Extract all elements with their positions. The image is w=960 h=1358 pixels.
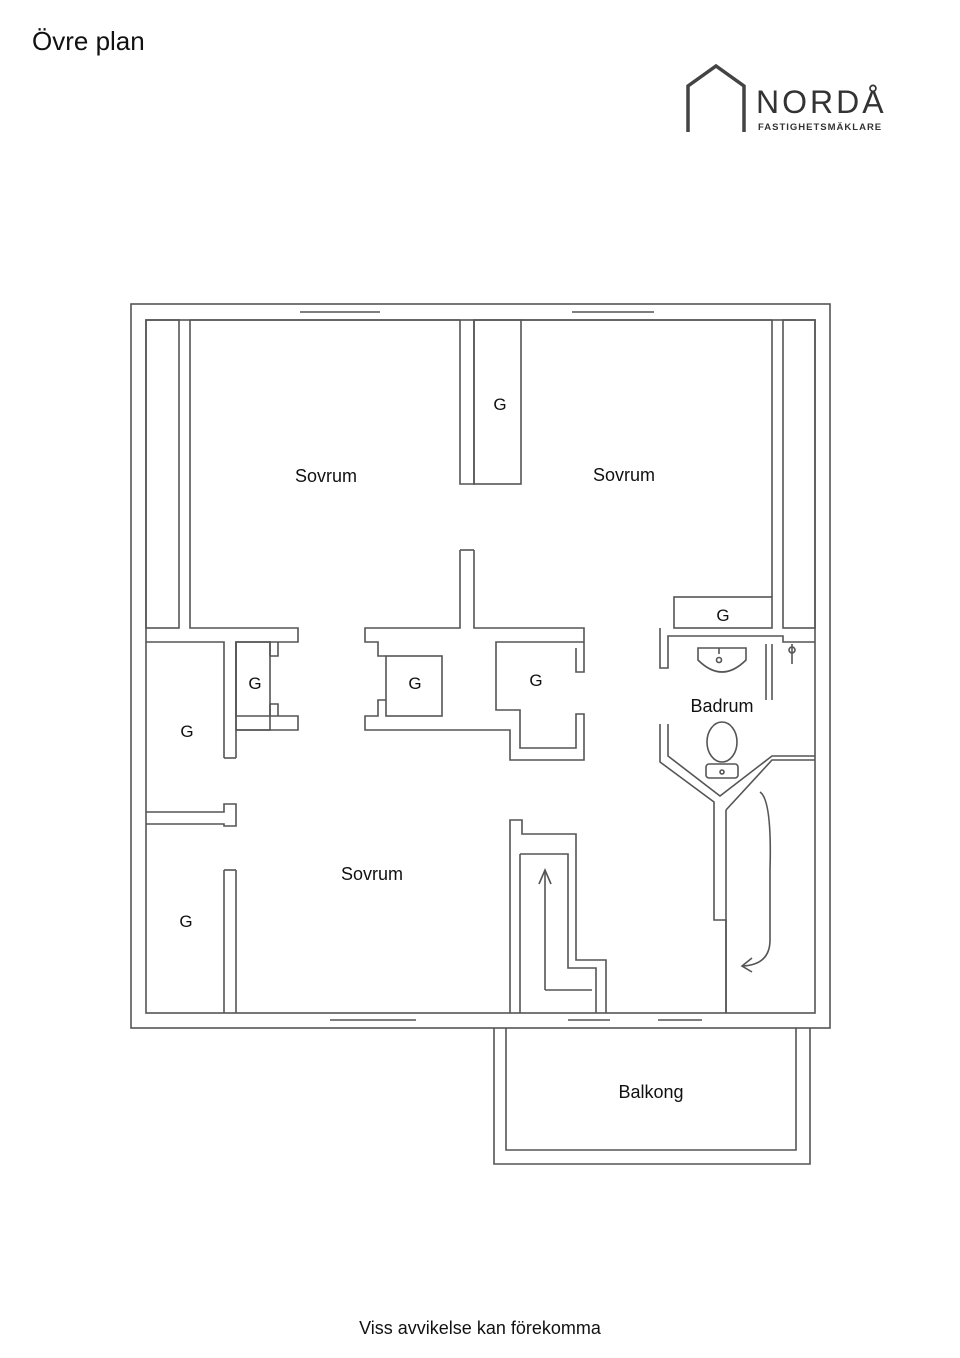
sink-drain bbox=[715, 656, 723, 664]
closet-hall-center bbox=[385, 655, 443, 717]
brand-logo: NORDÅ FASTIGHETSMÄKLARE bbox=[684, 63, 914, 136]
right-storage-strip bbox=[782, 319, 816, 629]
closet-hall-left-door-top bbox=[269, 642, 279, 657]
label-balcony: Balkong bbox=[618, 1082, 683, 1102]
toilet-flush bbox=[719, 769, 725, 775]
bathroom-shower-wall bbox=[667, 724, 815, 798]
bathroom-left-wall bbox=[659, 724, 727, 1013]
closet-hall-left-outline bbox=[235, 642, 299, 731]
tub-arrow bbox=[741, 791, 772, 967]
label-closet-hall-left: G bbox=[248, 674, 261, 693]
closet-hall-right-outline bbox=[364, 641, 585, 761]
plan-walls bbox=[130, 303, 831, 1165]
label-bedroom-bottom: Sovrum bbox=[341, 864, 403, 884]
outer-wall bbox=[130, 303, 831, 1029]
toilet-tank bbox=[705, 763, 739, 779]
closet-hall-left bbox=[235, 641, 271, 731]
balcony-outer bbox=[493, 1028, 811, 1165]
bathroom-top-wall bbox=[659, 628, 815, 669]
stair-inner bbox=[520, 853, 597, 1013]
bathroom-tub-wall bbox=[725, 759, 815, 811]
closet-left-upper-wall bbox=[146, 641, 225, 758]
hall-partition-left bbox=[364, 550, 461, 657]
logo-wordmark: NORDÅ bbox=[756, 84, 887, 120]
label-bedroom-right: Sovrum bbox=[593, 465, 655, 485]
balcony-inner bbox=[505, 1028, 797, 1151]
label-bedroom-left: Sovrum bbox=[295, 466, 357, 486]
closet-top-center bbox=[473, 319, 522, 485]
center-partition bbox=[459, 320, 475, 485]
stair-outline bbox=[509, 819, 607, 1013]
toilet-bowl bbox=[706, 721, 738, 763]
disclaimer-note: Viss avvikelse kan förekomma bbox=[359, 1318, 601, 1338]
closet-divider bbox=[146, 803, 237, 827]
tub-arrow-head bbox=[740, 957, 753, 973]
closet-hall-left-door-bottom bbox=[269, 703, 279, 716]
label-closet-top-center: G bbox=[493, 395, 506, 414]
logo-tagline: FASTIGHETSMÄKLARE bbox=[758, 122, 883, 133]
bedroom-left-wall bbox=[189, 320, 299, 758]
label-closet-left-lower: G bbox=[179, 912, 192, 931]
house-outline-icon bbox=[686, 63, 746, 132]
label-closet-hall-right: G bbox=[529, 671, 542, 690]
label-closet-left-upper: G bbox=[180, 722, 193, 741]
label-closet-right-upper: G bbox=[716, 606, 729, 625]
label-bathroom: Badrum bbox=[690, 696, 753, 716]
left-storage-strip bbox=[145, 319, 180, 629]
closet-right-upper bbox=[673, 596, 773, 629]
stair-arrow-head bbox=[538, 867, 552, 885]
label-closet-hall-center: G bbox=[408, 674, 421, 693]
sink-basin bbox=[697, 647, 747, 673]
hall-partition-right bbox=[473, 550, 585, 673]
page-title: Övre plan bbox=[32, 26, 145, 56]
